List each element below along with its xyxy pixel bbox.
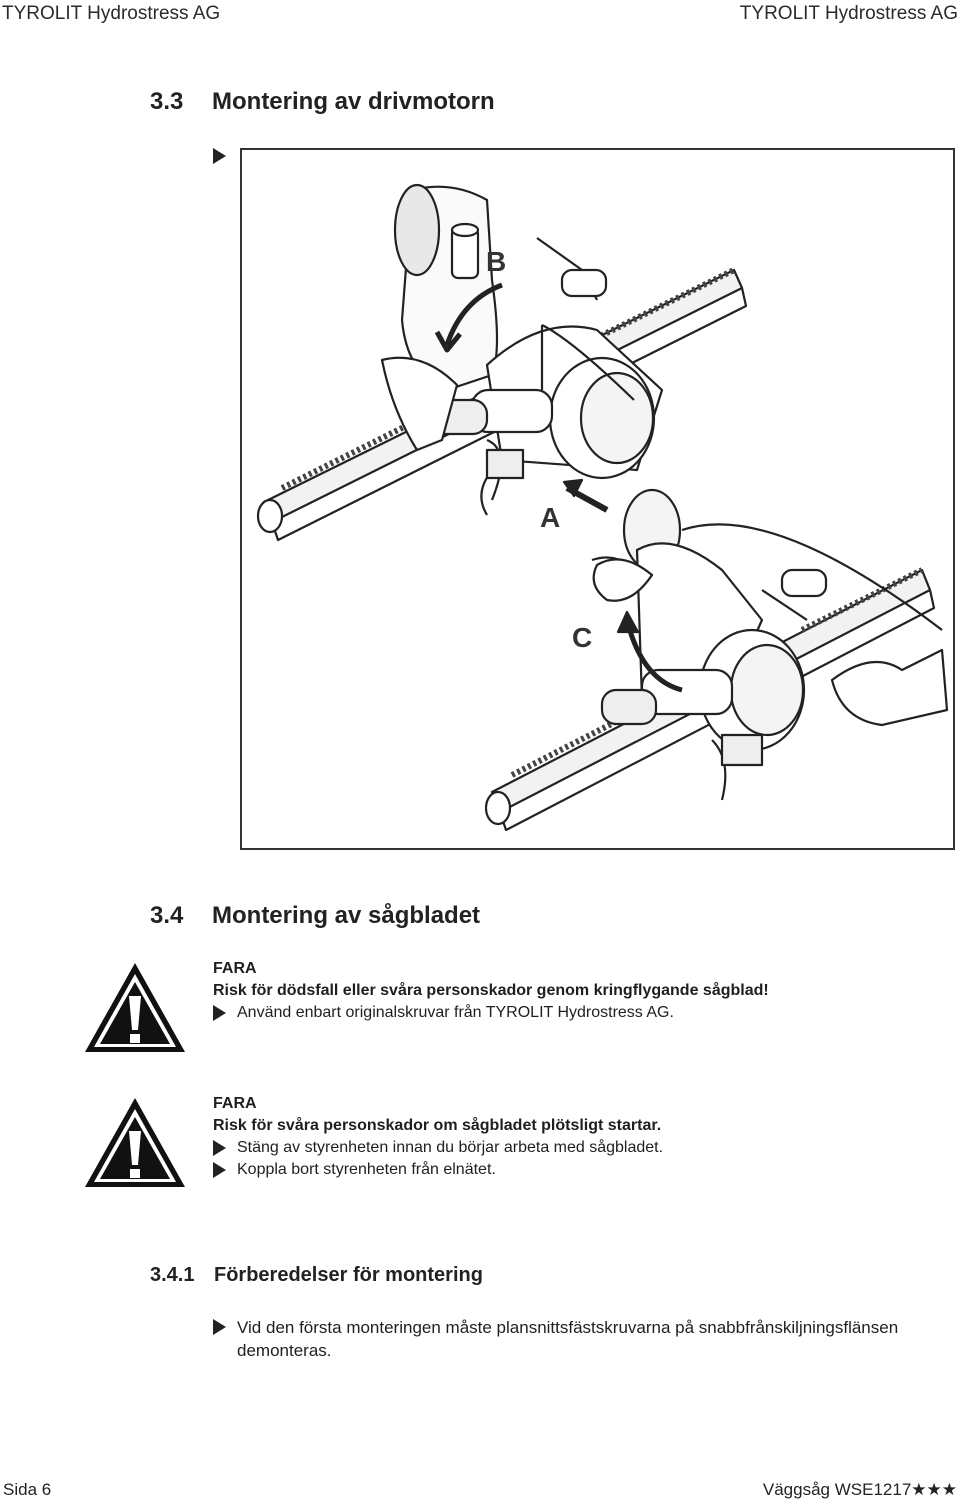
figure-label-b: B	[486, 246, 507, 277]
bullet-triangle-icon	[213, 1005, 226, 1021]
warning-block-2: FARA Risk för svåra personskador om sågb…	[213, 1093, 663, 1181]
lower-saw-head	[591, 488, 949, 801]
instruction-paragraph: Vid den första monteringen måste plansni…	[213, 1316, 953, 1362]
warning-message: Risk för svåra personskador om sågbladet…	[213, 1117, 662, 1134]
bullet-triangle-icon	[213, 1162, 226, 1178]
bullet-triangle-icon	[213, 1140, 226, 1156]
section-title: Montering av drivmotorn	[212, 88, 495, 115]
warning-message: Risk för dödsfall eller svåra personskad…	[213, 982, 769, 999]
warning-bullet: Använd enbart originalskruvar från TYROL…	[213, 1002, 769, 1024]
figure-label-c: C	[572, 622, 593, 653]
figure-label-a: A	[540, 502, 561, 533]
footer-page-number: Sida 6	[3, 1480, 52, 1499]
machine-illustration	[256, 183, 949, 832]
section-number: 3.4.1	[150, 1264, 195, 1286]
warning-triangle-icon	[85, 963, 185, 1052]
warning-bullet: Stäng av styrenheten innan du börjar arb…	[213, 1137, 663, 1159]
section-heading-3-3: 3.3 Montering av drivmotorn	[150, 88, 495, 116]
bullet-triangle-icon	[213, 148, 226, 164]
warning-title: FARA	[213, 1095, 257, 1112]
warning-title: FARA	[213, 960, 257, 977]
upper-saw-head	[380, 183, 664, 516]
warning-triangle-icon	[85, 1098, 185, 1187]
warning-block-1: FARA Risk för dödsfall eller svåra perso…	[213, 958, 769, 1024]
section-number: 3.3	[150, 88, 184, 115]
header-right: TYROLIT Hydrostress AG	[739, 3, 958, 24]
section-heading-3-4: 3.4 Montering av sågbladet	[150, 902, 480, 930]
bullet-triangle-icon	[213, 1319, 226, 1335]
section-title: Förberedelser för montering	[214, 1264, 483, 1286]
section-number: 3.4	[150, 902, 184, 929]
section-heading-3-4-1: 3.4.1 Förberedelser för montering	[150, 1264, 483, 1287]
header-left: TYROLIT Hydrostress AG	[2, 3, 221, 24]
section-title: Montering av sågbladet	[212, 902, 481, 929]
illustration-drive-motor-mounting: B A C	[240, 148, 955, 850]
footer-product-name: Väggsåg WSE1217★★★	[762, 1480, 957, 1499]
warning-bullet: Koppla bort styrenheten från elnätet.	[213, 1159, 663, 1181]
